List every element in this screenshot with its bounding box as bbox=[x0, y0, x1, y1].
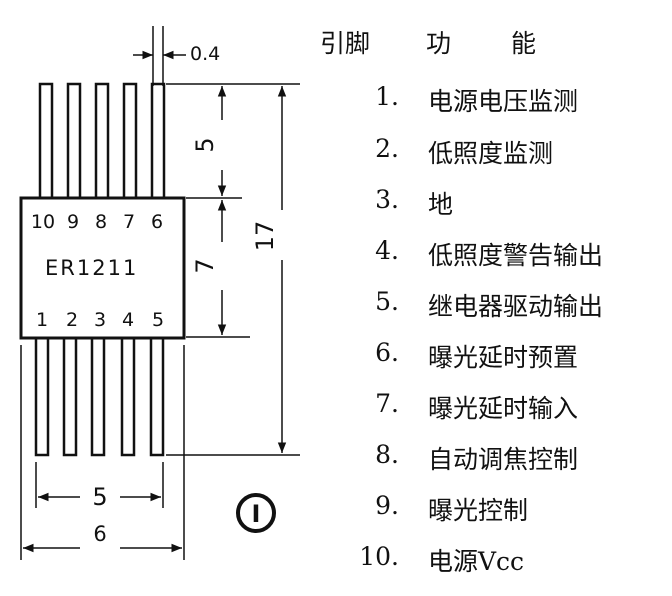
dim-body-width: 6 bbox=[93, 522, 106, 546]
pin-label-8: 8 bbox=[95, 211, 107, 233]
top-pin bbox=[150, 82, 166, 200]
row-pin-number: 1. bbox=[375, 82, 399, 111]
pin-label-9: 9 bbox=[67, 211, 79, 233]
dim-lead-length: 5 bbox=[191, 137, 219, 152]
row-pin-function: 地 bbox=[428, 190, 454, 219]
circled-label: I bbox=[236, 493, 276, 533]
row-pin-function: 曝光控制 bbox=[428, 496, 529, 525]
row-pin-number: 10. bbox=[359, 542, 399, 571]
top-pin bbox=[122, 82, 138, 200]
row-pin-function: 低照度监测 bbox=[428, 139, 554, 168]
bottom-pin bbox=[90, 335, 106, 457]
row-pin-function: 自动调焦控制 bbox=[428, 445, 579, 474]
dimension-lines bbox=[20, 26, 300, 560]
bottom-pin bbox=[62, 335, 78, 457]
top-pin bbox=[66, 82, 82, 200]
row-pin-function: 电源电压监测 bbox=[428, 87, 579, 116]
row-pin-number: 2. bbox=[375, 134, 399, 163]
chip-model: ER1211 bbox=[45, 256, 138, 280]
pin-label-3: 3 bbox=[94, 309, 106, 331]
top-pin bbox=[94, 82, 110, 200]
circled-label-text: I bbox=[252, 500, 261, 528]
bottom-pins bbox=[34, 335, 165, 457]
row-pin-number: 6. bbox=[375, 338, 399, 367]
dim-total-height: 17 bbox=[251, 221, 279, 252]
header-pin: 引脚 bbox=[320, 29, 371, 58]
bottom-pin bbox=[120, 335, 136, 457]
ic-package-drawing: 10 9 8 7 6 ER1211 1 2 3 4 5 bbox=[19, 26, 300, 560]
pin-label-4: 4 bbox=[122, 309, 134, 331]
row-pin-number: 3. bbox=[375, 185, 399, 214]
row-pin-function: 继电器驱动输出 bbox=[428, 292, 604, 321]
pin-label-5: 5 bbox=[152, 309, 164, 331]
pin-label-7: 7 bbox=[123, 211, 135, 233]
pin-label-6: 6 bbox=[151, 211, 163, 233]
row-pin-function: 低照度警告输出 bbox=[428, 241, 604, 270]
pin-label-10: 10 bbox=[31, 211, 55, 233]
row-pin-function: 电源Vcc bbox=[428, 547, 525, 576]
row-pin-number: 8. bbox=[375, 440, 399, 469]
top-pin bbox=[38, 82, 54, 200]
row-pin-function: 曝光延时输入 bbox=[428, 394, 579, 423]
row-pin-number: 5. bbox=[375, 287, 399, 316]
pin-label-2: 2 bbox=[66, 309, 78, 331]
top-pins bbox=[38, 82, 166, 200]
row-pin-number: 9. bbox=[375, 491, 399, 520]
bottom-pin-labels: 1 2 3 4 5 bbox=[36, 309, 164, 331]
dim-body-height: 7 bbox=[191, 258, 219, 273]
row-pin-number: 7. bbox=[375, 389, 399, 418]
pin-label-1: 1 bbox=[36, 309, 48, 331]
bottom-pin bbox=[149, 335, 165, 457]
dim-pin-span: 5 bbox=[92, 483, 107, 511]
bottom-pin bbox=[34, 335, 50, 457]
chip-body bbox=[19, 196, 186, 340]
dim-pin-width: 0.4 bbox=[190, 43, 220, 65]
header-function: 功能 bbox=[426, 29, 597, 58]
row-pin-function: 曝光延时预置 bbox=[428, 343, 579, 372]
row-pin-number: 4. bbox=[375, 236, 399, 265]
top-pin-labels: 10 9 8 7 6 bbox=[31, 211, 163, 233]
